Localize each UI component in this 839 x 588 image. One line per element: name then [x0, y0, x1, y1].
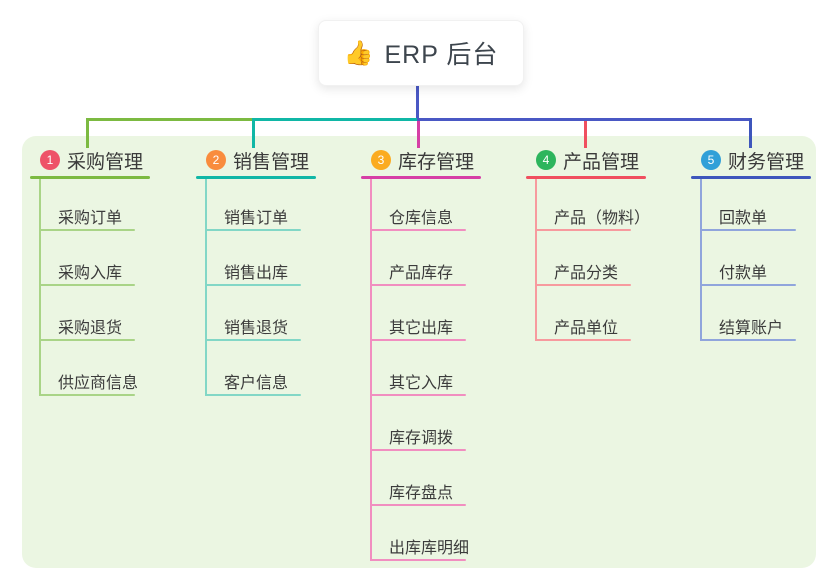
branch-label: 采购管理 — [67, 151, 144, 173]
mindmap-node[interactable]: 其它入库 — [389, 375, 454, 392]
bus-segment-green — [86, 118, 254, 121]
node-underline — [205, 394, 301, 396]
mindmap-node[interactable]: 结算账户 — [719, 320, 784, 337]
node-underline — [205, 229, 301, 231]
branch-underline — [361, 176, 481, 179]
node-underline — [370, 394, 466, 396]
node-underline — [205, 339, 301, 341]
branch-drop-line — [252, 118, 255, 148]
child-spine-line — [370, 179, 372, 561]
priority-badge: 5 — [701, 150, 721, 170]
mindmap-node[interactable]: 产品（物料） — [554, 210, 651, 227]
branch-underline — [30, 176, 150, 179]
trunk-line — [416, 84, 419, 121]
node-underline — [535, 339, 631, 341]
mindmap-panel — [22, 136, 816, 568]
child-spine-line — [535, 179, 537, 341]
branch-underline — [196, 176, 316, 179]
mindmap-node[interactable]: 出库库明细 — [389, 540, 470, 557]
bus-segment-indigo — [417, 118, 752, 121]
priority-badge: 1 — [40, 150, 60, 170]
node-underline — [39, 284, 135, 286]
node-underline — [205, 284, 301, 286]
root-node-label: ERP 后台 — [384, 41, 499, 69]
branch-header[interactable]: 4 产品管理 — [526, 148, 640, 173]
mindmap-node[interactable]: 产品单位 — [554, 320, 619, 337]
node-underline — [39, 229, 135, 231]
child-spine-line — [205, 179, 207, 396]
child-spine-line — [700, 179, 702, 341]
node-underline — [700, 229, 796, 231]
mindmap-node[interactable]: 采购退货 — [58, 320, 123, 337]
branch-label: 财务管理 — [728, 151, 805, 173]
node-underline — [370, 504, 466, 506]
node-underline — [370, 559, 466, 561]
mindmap-node[interactable]: 回款单 — [719, 210, 768, 227]
mindmap-node[interactable]: 库存调拨 — [389, 430, 454, 447]
mindmap-node[interactable]: 客户信息 — [224, 375, 289, 392]
node-underline — [39, 339, 135, 341]
priority-badge: 2 — [206, 150, 226, 170]
branch-drop-line — [584, 121, 587, 148]
mindmap-node[interactable]: 销售订单 — [224, 210, 289, 227]
priority-badge: 3 — [371, 150, 391, 170]
mindmap-node[interactable]: 付款单 — [719, 265, 768, 282]
branch-underline — [691, 176, 811, 179]
node-underline — [370, 229, 466, 231]
mindmap-node[interactable]: 产品分类 — [554, 265, 619, 282]
mindmap-node[interactable]: 库存盘点 — [389, 485, 454, 502]
branch-drop-line — [86, 118, 89, 148]
node-underline — [370, 284, 466, 286]
mindmap-node[interactable]: 供应商信息 — [58, 375, 139, 392]
mindmap-node[interactable]: 销售退货 — [224, 320, 289, 337]
mindmap-node[interactable]: 销售出库 — [224, 265, 289, 282]
node-underline — [535, 284, 631, 286]
mindmap-node[interactable]: 仓库信息 — [389, 210, 454, 227]
branch-header[interactable]: 3 库存管理 — [361, 148, 475, 173]
node-underline — [370, 449, 466, 451]
branch-header[interactable]: 1 采购管理 — [30, 148, 144, 173]
mindmap-node[interactable]: 其它出库 — [389, 320, 454, 337]
mindmap-node[interactable]: 采购订单 — [58, 210, 123, 227]
child-spine-line — [39, 179, 41, 396]
thumbs-up-icon: 👍 — [343, 39, 375, 67]
branch-underline — [526, 176, 646, 179]
branch-label: 库存管理 — [398, 151, 475, 173]
branch-label: 产品管理 — [563, 151, 640, 173]
mindmap-node[interactable]: 产品库存 — [389, 265, 454, 282]
node-underline — [700, 339, 796, 341]
root-node[interactable]: 👍 ERP 后台 — [318, 20, 524, 86]
branch-label: 销售管理 — [233, 151, 310, 173]
branch-drop-line — [749, 118, 752, 148]
bus-segment-teal — [252, 118, 419, 121]
branch-header[interactable]: 5 财务管理 — [691, 148, 805, 173]
mindmap-node[interactable]: 采购入库 — [58, 265, 123, 282]
priority-badge: 4 — [536, 150, 556, 170]
branch-drop-line — [417, 121, 420, 148]
node-underline — [39, 394, 135, 396]
branch-header[interactable]: 2 销售管理 — [196, 148, 310, 173]
node-underline — [535, 229, 631, 231]
node-underline — [700, 284, 796, 286]
node-underline — [370, 339, 466, 341]
